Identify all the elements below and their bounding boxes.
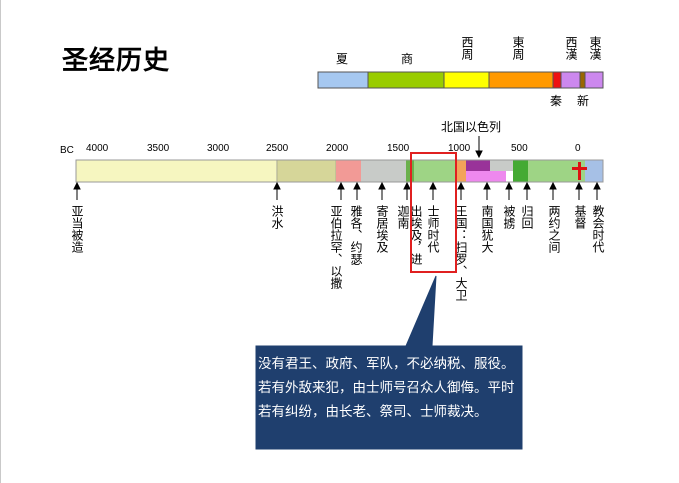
dynasty-label-xizhou: 西周 xyxy=(460,36,474,60)
event-label-church: 教会时代 xyxy=(591,205,605,253)
tick-label: 500 xyxy=(511,143,528,154)
event-label-christ: 基督 xyxy=(573,205,587,229)
bc-label: BC xyxy=(60,145,74,156)
cross-icon xyxy=(572,162,587,180)
event-label-abraham: 亚伯拉罕、以撒 xyxy=(329,205,343,289)
era-divided-rest-segment xyxy=(490,160,513,171)
dynasty-xia-segment xyxy=(317,71,369,89)
era-creation-segment xyxy=(75,159,278,183)
dynasty-label-dongzhou: 東周 xyxy=(511,36,525,60)
callout-box xyxy=(255,275,523,450)
slide-edge xyxy=(0,0,1,483)
dynasty-dongzhou-segment xyxy=(488,71,554,89)
era-judges-segment xyxy=(414,160,455,182)
event-label-kingdom: 王国：扫罗、大卫 xyxy=(454,205,468,301)
event-label-intertestament: 两约之间 xyxy=(547,205,561,253)
dynasty-label-qin: 秦 xyxy=(550,94,563,108)
dynasty-label-xin: 新 xyxy=(577,94,590,108)
northern-israel-label: 北国以色列 xyxy=(441,120,502,134)
event-arrows xyxy=(73,136,601,200)
tick-label: 2000 xyxy=(326,143,349,154)
event-label-egypt: 寄居埃及 xyxy=(375,205,389,253)
event-label-exile: 被掳 xyxy=(502,205,516,229)
page-title: 圣经历史 xyxy=(62,46,171,76)
era-judah-segment xyxy=(466,171,506,182)
dynasty-label-xihan: 西漢 xyxy=(564,36,578,60)
event-label-flood: 洪水 xyxy=(270,205,284,229)
era-israel-segment xyxy=(466,160,490,171)
era-kingdom-segment xyxy=(455,160,466,182)
era-patriarchs-segment xyxy=(336,160,361,182)
dynasty-label-xia: 夏 xyxy=(336,52,349,66)
event-label-exodus: 出埃及，进迦南 xyxy=(396,205,423,265)
dynasty-donghan-segment xyxy=(584,71,604,89)
dynasty-xin-segment xyxy=(579,71,586,89)
dynasty-bar xyxy=(317,71,604,89)
era-flood-segment xyxy=(276,159,337,183)
dynasty-label-donghan: 東漢 xyxy=(588,36,602,60)
tick-label: 3500 xyxy=(147,143,170,154)
tick-label: 4000 xyxy=(86,143,109,154)
event-label-adam: 亚当被造 xyxy=(70,205,84,253)
event-label-judges: 士师时代 xyxy=(426,205,440,253)
event-label-return: 归回 xyxy=(520,205,534,229)
tick-label: 1000 xyxy=(448,143,471,154)
callout-text: 没有君王、政府、军队，不必纳税、服役。若有外敌来犯，由士师号召众人御侮。平时若有… xyxy=(258,356,515,420)
dynasty-qin-segment xyxy=(552,71,562,89)
dynasty-xihan-segment xyxy=(560,71,581,89)
dynasty-shang-segment xyxy=(367,71,445,89)
tick-label: 2500 xyxy=(266,143,289,154)
era-church-segment xyxy=(585,160,603,182)
era-egypt-segment xyxy=(361,160,406,182)
main-timeline-bar xyxy=(75,159,604,183)
era-exile-segment xyxy=(513,160,528,182)
event-label-jacob: 雅各、约瑟 xyxy=(349,205,363,265)
event-label-judah: 南国犹大 xyxy=(480,205,494,253)
era-intertestament-segment xyxy=(528,160,577,182)
judges-highlight-box xyxy=(410,152,457,273)
tick-label: 1500 xyxy=(387,143,410,154)
tick-label: 3000 xyxy=(207,143,230,154)
tick-label: 0 xyxy=(575,143,581,154)
dynasty-label-shang: 商 xyxy=(401,52,414,66)
dynasty-xizhou-segment xyxy=(443,71,490,89)
